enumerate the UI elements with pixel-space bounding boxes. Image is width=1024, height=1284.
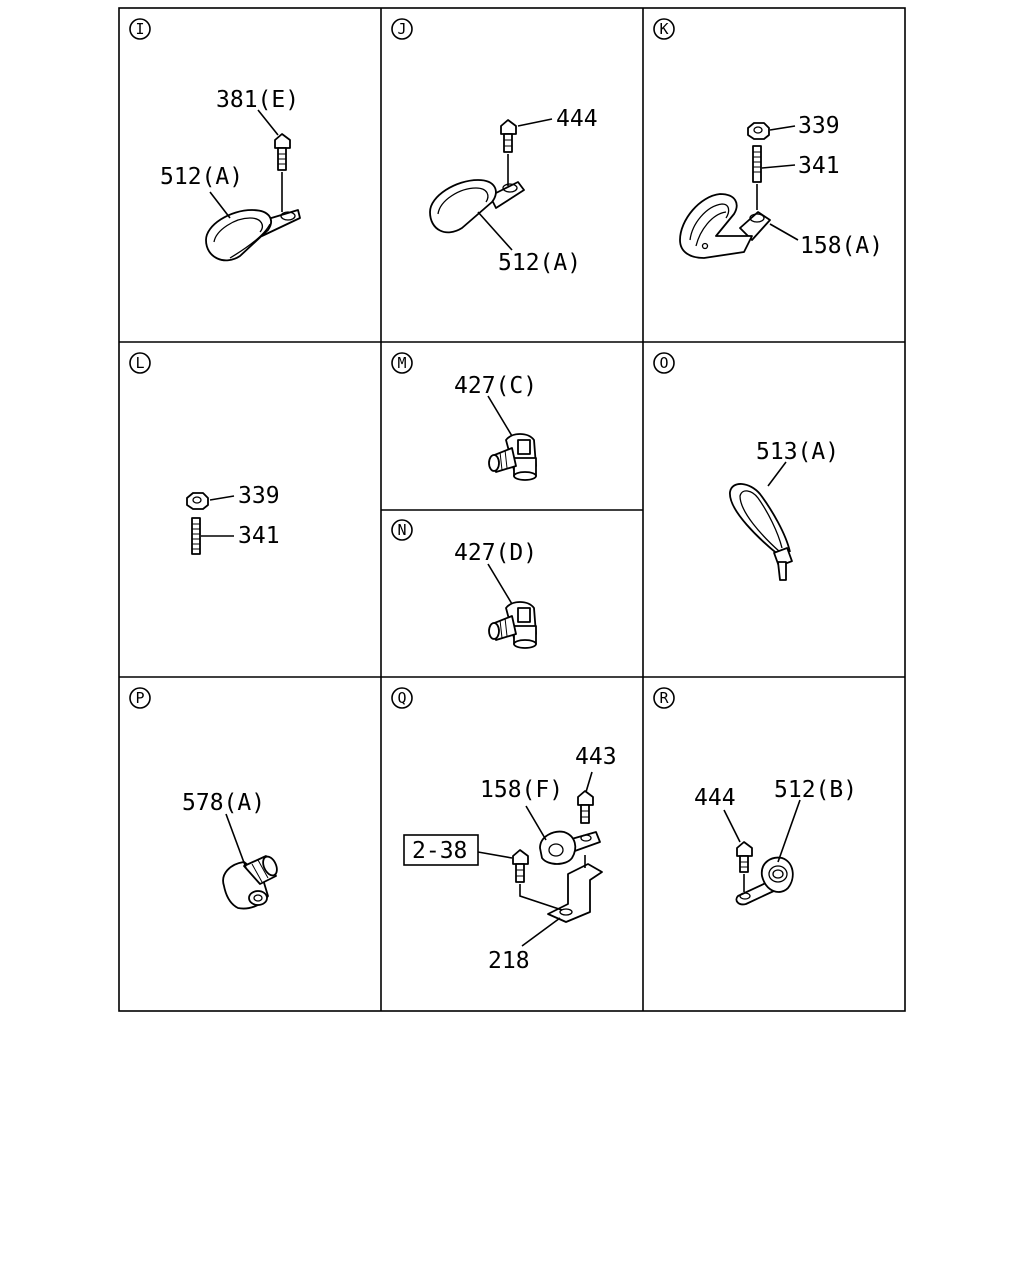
panel-letter-circle — [391, 687, 413, 709]
panel-letter-circle — [391, 519, 413, 541]
panel-k: K 339 341 158(A) — [653, 18, 883, 259]
panel-letter: J — [397, 20, 406, 38]
bolt-icon — [736, 841, 753, 892]
panel-i: I 381(E) 512(A) — [129, 18, 301, 262]
part-label: 444 — [556, 106, 598, 132]
panel-letter-circle — [653, 18, 675, 40]
elbow-fitting-icon — [488, 601, 537, 649]
bracket-clip-icon — [679, 193, 771, 259]
part-label: 341 — [798, 153, 840, 179]
part-label: 158(F) — [480, 777, 563, 803]
part-label: 444 — [694, 785, 736, 811]
panel-j: J 444 512(A) — [391, 18, 598, 276]
panel-letter-circle — [391, 18, 413, 40]
part-label: 427(C) — [454, 373, 537, 399]
panel-letter-circle — [129, 687, 151, 709]
part-label: 341 — [238, 523, 280, 549]
panel-letter: I — [135, 20, 144, 38]
part-label: 427(D) — [454, 540, 537, 566]
panel-letter: N — [397, 521, 406, 539]
bracket-icon — [547, 863, 603, 923]
part-label: 218 — [488, 948, 530, 974]
panel-m: M 427(C) — [391, 352, 537, 481]
panel-letter-circle — [129, 18, 151, 40]
panel-letter: O — [659, 354, 668, 372]
panel-grid — [118, 7, 906, 1012]
clamp-icon — [205, 209, 301, 262]
pipe-clip-icon — [539, 830, 601, 865]
panel-letter: K — [659, 20, 668, 38]
part-label: 158(A) — [800, 233, 883, 259]
clamp-icon — [429, 179, 525, 234]
panel-r: R 444 512(B) — [653, 687, 857, 906]
part-label: 512(A) — [498, 250, 581, 276]
pipe-clip-icon — [735, 856, 794, 906]
part-label: 339 — [798, 113, 840, 139]
bolt-icon — [274, 133, 291, 212]
panel-o: O 513(A) — [653, 352, 839, 581]
panel-l: L 339 341 — [129, 352, 280, 555]
panel-letter: P — [135, 689, 144, 707]
panel-letter: Q — [397, 689, 406, 707]
nut-icon — [747, 122, 770, 140]
panel-letter: L — [135, 354, 144, 372]
elbow-fitting-icon — [488, 433, 537, 481]
part-label: 512(B) — [774, 777, 857, 803]
panel-letter: R — [659, 689, 669, 707]
part-label: 443 — [575, 744, 617, 770]
bolt-icon — [577, 790, 594, 868]
part-label: 512(A) — [160, 164, 243, 190]
panel-letter-circle — [653, 352, 675, 374]
part-label: 339 — [238, 483, 280, 509]
part-label: 381(E) — [216, 87, 299, 113]
part-label: 2-38 — [412, 838, 467, 864]
stud-icon — [752, 145, 762, 210]
rubber-elbow-icon — [222, 855, 278, 910]
part-label: 578(A) — [182, 790, 265, 816]
bolt-icon — [512, 849, 563, 911]
cable-tie-icon — [729, 483, 793, 581]
panel-letter-circle — [129, 352, 151, 374]
panel-n: N 427(D) — [391, 519, 537, 649]
nut-icon — [186, 492, 209, 510]
panel-p: P 578(A) — [129, 687, 278, 910]
panel-q: Q 443 158(F) — [391, 687, 617, 974]
panel-letter-circle — [653, 687, 675, 709]
panel-letter-circle — [391, 352, 413, 374]
stud-icon — [191, 517, 201, 555]
part-label: 513(A) — [756, 439, 839, 465]
reference-box — [403, 834, 479, 866]
panel-letter: M — [397, 354, 406, 372]
bolt-icon — [500, 119, 517, 186]
